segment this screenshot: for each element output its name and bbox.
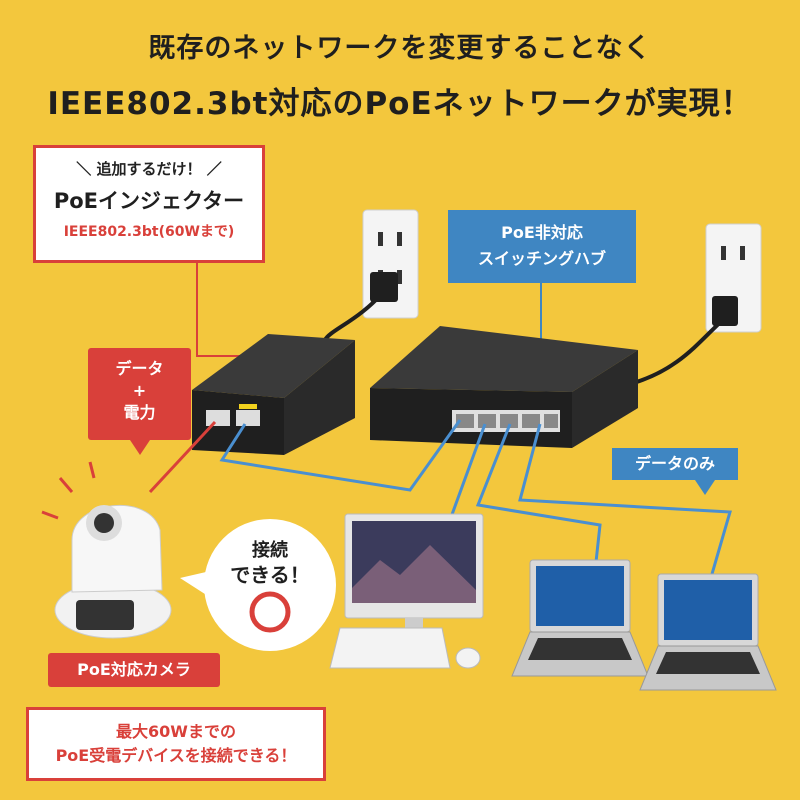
power-plug-icon [370, 272, 398, 302]
headline-line-1: 既存のネットワークを変更することなく [148, 33, 652, 64]
headline-line-2: IEEE802.3bt対応のPoEネットワークが実現！ [47, 86, 753, 122]
laptop-icon [639, 573, 777, 691]
badge-tail [695, 480, 715, 495]
desktop-monitor-icon [344, 513, 484, 636]
hub-label-line-1: PoE非対応 [501, 223, 583, 242]
data-power-line-3: 電力 [123, 403, 156, 422]
connect-bubble-line-2: できる！ [230, 563, 310, 587]
connect-bubble-line-1: 接続 [252, 540, 288, 561]
camera-callout: 最大60Wまでの PoE受電デバイスを接続できる！ [26, 707, 326, 781]
injector-title: PoEインジェクター [53, 189, 245, 213]
data-power-cable [148, 420, 217, 494]
data-power-line-2: + [132, 381, 147, 400]
injector-tagline: ＼ 追加するだけ！ ／ [76, 160, 222, 178]
ip-camera-icon [41, 461, 172, 639]
power-plug-icon [712, 296, 738, 326]
switching-hub-icon [370, 326, 638, 448]
data-power-label: データ + 電力 [88, 348, 191, 440]
hub-label: PoE非対応 スイッチングハブ [448, 210, 636, 283]
data-only-label: データのみ [612, 448, 738, 480]
camera-callout-line-1: 最大60Wまでの [116, 722, 236, 741]
injector-callout: ＼ 追加するだけ！ ／ PoEインジェクター IEEE802.3bt(60Wまで… [33, 145, 265, 263]
camera-label: PoE対応カメラ [48, 653, 220, 687]
poe-injector-icon [192, 334, 355, 455]
laptop-icon [511, 559, 649, 677]
mouse-icon [455, 647, 481, 669]
keyboard-icon [329, 627, 451, 669]
badge-tail [130, 440, 150, 455]
hub-label-line-2: スイッチングハブ [477, 249, 606, 268]
injector-spec: IEEE802.3bt(60Wまで) [63, 224, 235, 240]
camera-callout-line-2: PoE受電デバイスを接続できる！ [55, 746, 297, 765]
connect-bubble-text: 接続 できる！ [220, 540, 320, 588]
data-power-line-1: データ [115, 359, 164, 378]
speech-bubble [180, 519, 336, 651]
